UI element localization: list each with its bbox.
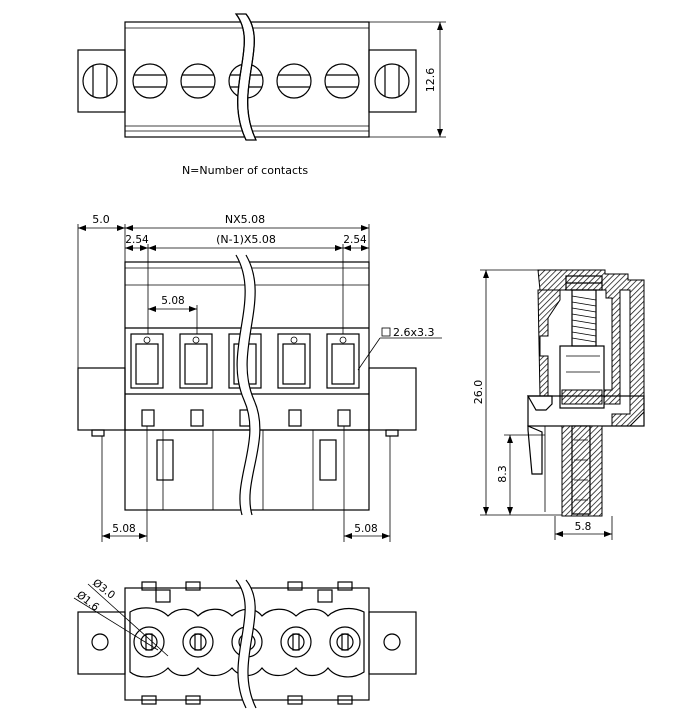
contact-squares [141, 409, 351, 427]
front-view: 5.0 NX5.08 2.54 (N-1)X5.08 2.54 5.08 2.6… [77, 213, 442, 542]
top-view: 12.6 [77, 13, 446, 141]
contacts-note: N=Number of contacts [182, 164, 308, 177]
side-view: 26.0 8.3 5.8 [472, 269, 645, 540]
square-dim: 2.6x3.3 [393, 326, 435, 339]
bottom-right-dim: 5.08 [354, 523, 377, 535]
bottom-left-dim: 5.08 [112, 523, 135, 535]
side-height-dim: 26.0 [472, 380, 485, 405]
top-height-dim: 12.6 [424, 68, 437, 93]
inner-dim: (N-1)X5.08 [216, 233, 276, 246]
pin-length-dim: 8.3 [496, 465, 509, 483]
right-half-pitch: 2.54 [343, 234, 367, 246]
overall-dim: NX5.08 [225, 213, 265, 226]
left-half-pitch: 2.54 [125, 234, 149, 246]
left-margin-dim: 5.0 [92, 213, 110, 226]
pitch-dim: 5.08 [161, 295, 184, 307]
side-width-dim: 5.8 [575, 521, 592, 533]
bottom-view: Ø3.0 Ø1.6 [73, 577, 417, 709]
